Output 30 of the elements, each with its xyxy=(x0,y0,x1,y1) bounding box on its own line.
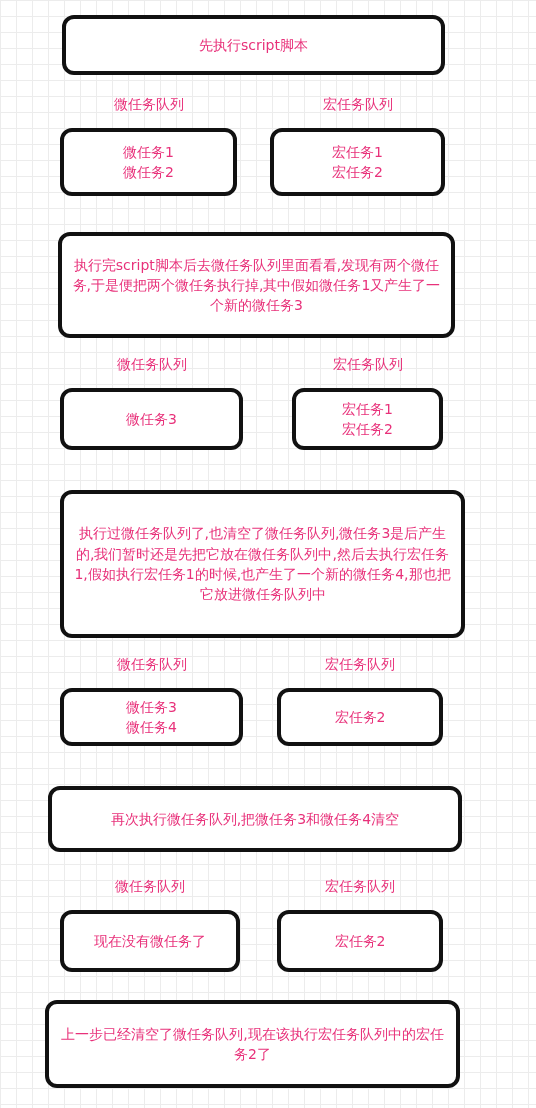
queue-heading: 宏任务队列 xyxy=(325,877,395,896)
process-box xyxy=(62,15,445,75)
queue-heading: 微任务队列 xyxy=(116,655,187,674)
task-label: 宏任务2 xyxy=(334,707,386,727)
queue-heading: 宏任务队列 xyxy=(322,95,393,114)
task-label: 微任务3 xyxy=(126,697,177,717)
process-box xyxy=(48,786,462,852)
queue-heading: 微任务队列 xyxy=(113,95,184,114)
task-label: 宏任务2 xyxy=(332,163,383,182)
task-label: 微任务4 xyxy=(126,718,177,737)
task-label: 宏任务1 xyxy=(332,142,383,162)
task-label: 宏任务2 xyxy=(342,420,393,439)
task-label: 宏任务2 xyxy=(334,931,386,951)
task-label: 微任务3 xyxy=(126,409,177,429)
queue-heading: 宏任务队列 xyxy=(332,355,403,374)
task-label: 宏任务1 xyxy=(342,399,393,419)
process-box xyxy=(60,490,465,638)
queue-heading: 微任务队列 xyxy=(115,877,185,896)
step-description: 执行过微任务队列了,也清空了微任务队列,微任务3是后产生的,我们暂时还是先把它放在微任务队列中,然后去执行宏任务1,假如执行宏任务1的时候,也产生了一个新的微任务4,那也把它放进微任务队列中 xyxy=(73,524,452,605)
queue-heading: 微任务队列 xyxy=(116,355,187,374)
process-box xyxy=(58,232,455,338)
task-label: 微任务1 xyxy=(123,142,174,162)
step-description: 上一步已经清空了微任务队列,现在该执行宏任务队列中的宏任务2了 xyxy=(60,1024,445,1064)
process-box xyxy=(45,1000,460,1088)
queue-heading: 宏任务队列 xyxy=(325,655,395,674)
step-description: 先执行script脚本 xyxy=(199,35,308,55)
step-description: 执行完script脚本后去微任务队列里面看看,发现有两个微任务,于是便把两个微任务执行掉,其中假如微任务1又产生了一个新的微任务3 xyxy=(71,255,442,316)
task-label: 微任务2 xyxy=(123,163,174,182)
task-label: 现在没有微任务了 xyxy=(94,931,206,951)
step-description: 再次执行微任务队列,把微任务3和微任务4清空 xyxy=(110,809,400,829)
